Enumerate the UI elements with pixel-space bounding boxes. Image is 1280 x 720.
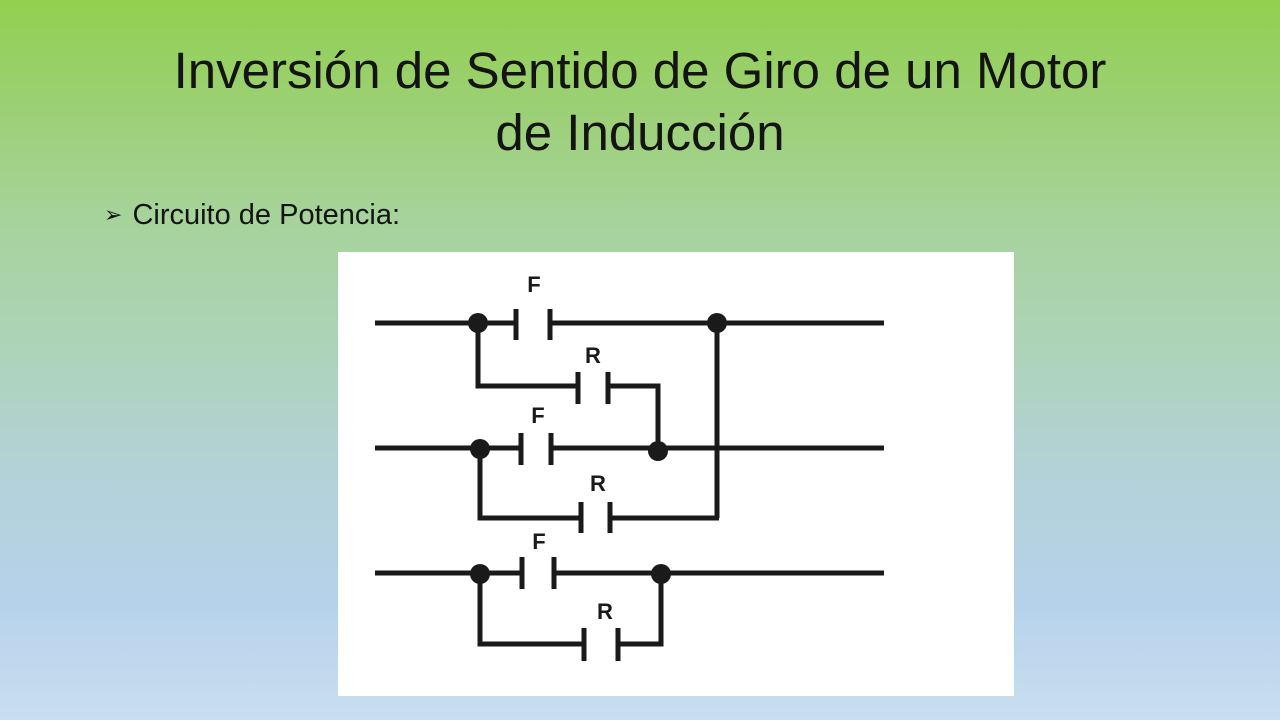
slide-title: Inversión de Sentido de Giro de un Motor… bbox=[40, 40, 1240, 164]
circuit-svg: F R F R bbox=[375, 272, 884, 661]
slide-title-line-2: de Inducción bbox=[495, 104, 785, 161]
line-3-reverse-branch: R bbox=[477, 574, 664, 661]
junction-node bbox=[648, 441, 668, 461]
bullet-text: Circuito de Potencia: bbox=[132, 198, 401, 231]
wire bbox=[477, 574, 584, 647]
wire bbox=[608, 383, 661, 451]
line-1-reverse-branch: R bbox=[475, 323, 661, 451]
contact-label-f: F bbox=[527, 272, 540, 297]
power-circuit-diagram: F R F R bbox=[338, 252, 1014, 696]
contact-label-r: R bbox=[597, 599, 613, 624]
arrow-bullet-icon: ➢ bbox=[104, 202, 123, 227]
wire bbox=[477, 449, 581, 521]
line-2: F bbox=[375, 403, 884, 465]
line-1: F bbox=[375, 272, 884, 340]
contact-label-f: F bbox=[532, 529, 545, 554]
contact-label-f: F bbox=[531, 403, 544, 428]
line-3: F bbox=[375, 529, 884, 589]
line-2-reverse-branch: R bbox=[477, 449, 719, 533]
slide-title-line-1: Inversión de Sentido de Giro de un Motor bbox=[173, 42, 1107, 99]
bullet-item: ➢ Circuito de Potencia: bbox=[104, 195, 400, 235]
wire bbox=[618, 574, 664, 647]
contact-label-r: R bbox=[585, 343, 601, 368]
wire bbox=[475, 323, 578, 389]
contact-label-r: R bbox=[590, 471, 606, 496]
